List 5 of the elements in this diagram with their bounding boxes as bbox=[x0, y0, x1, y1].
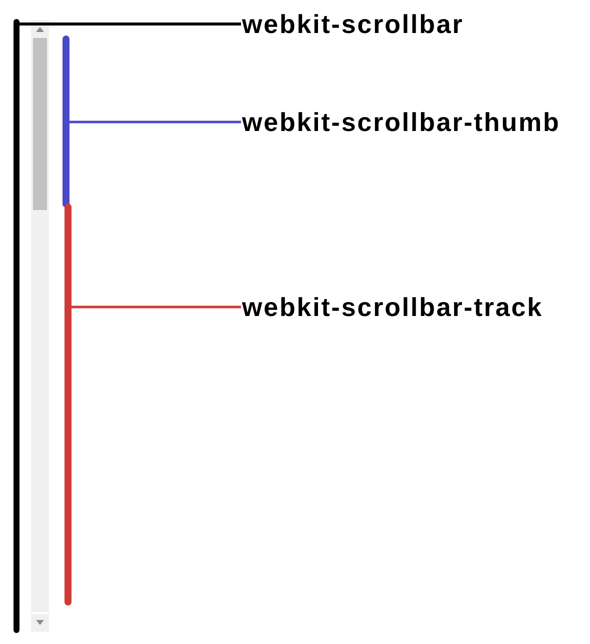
leader-line bbox=[16, 22, 241, 26]
label-text: webkit-scrollbar-thumb bbox=[242, 106, 560, 138]
scrollbar-thumb bbox=[33, 38, 47, 210]
label-text: webkit-scrollbar bbox=[242, 8, 464, 40]
label-text: webkit-scrollbar-track bbox=[242, 291, 544, 323]
